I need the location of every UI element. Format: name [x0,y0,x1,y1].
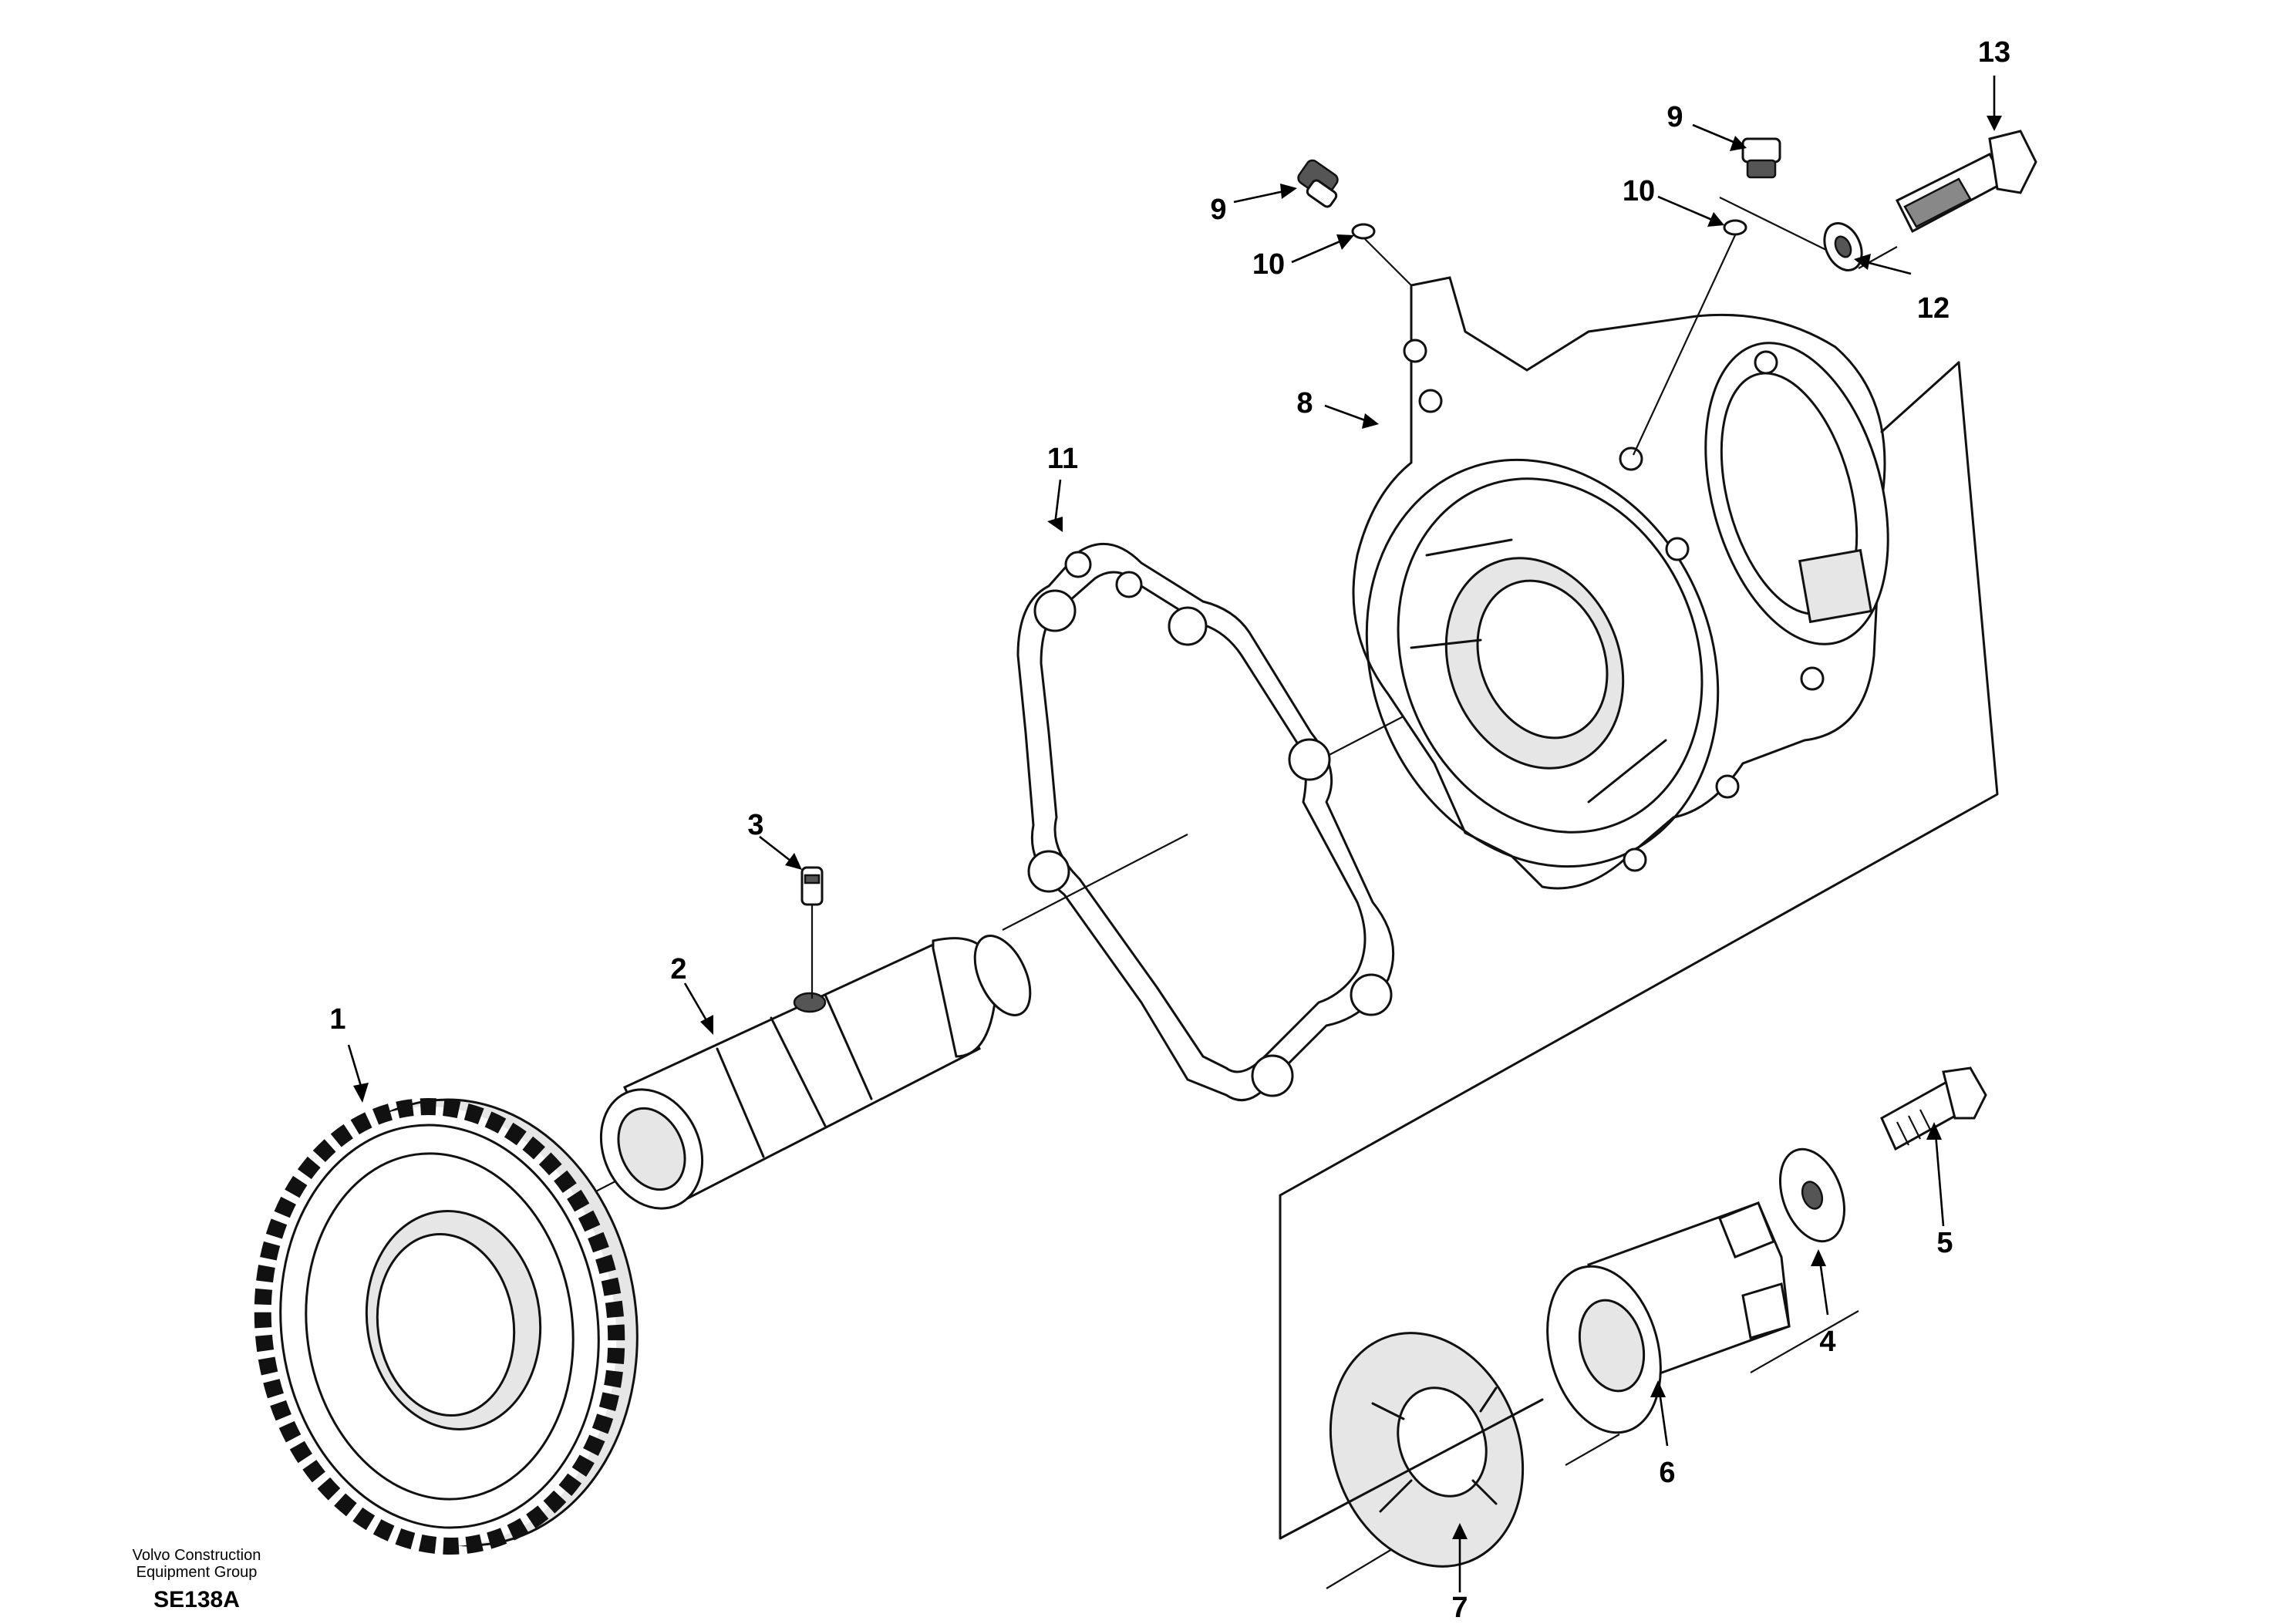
callout-6: 6 [1659,1457,1676,1489]
o-ring-10-right [1723,219,1747,236]
callout-8: 8 [1296,387,1313,419]
callout-4: 4 [1819,1326,1836,1358]
subassembly-outline [1279,361,1999,1540]
bolt-13 [1895,130,2037,234]
callout-5: 5 [1936,1227,1953,1259]
gasket [1016,542,1395,1102]
callout-10-left: 10 [1252,248,1286,281]
gear [254,1098,639,1555]
coupling-hub-6 [1546,1201,1791,1434]
plug-small [800,866,824,999]
diagram-code: SE138A [153,1587,240,1612]
diagram-footer: Volvo Construction Equipment Group SE138… [116,1547,278,1613]
o-ring-10-left [1351,223,1376,240]
callout-10-right: 10 [1622,175,1656,207]
plug-9-left [1297,159,1339,208]
callout-9-right: 9 [1666,101,1683,133]
plug-9-right [1741,137,1781,179]
callout-13: 13 [1977,36,2011,69]
callout-1: 1 [329,1003,346,1036]
org-name-line1: Volvo Construction [132,1547,261,1564]
callout-7: 7 [1451,1592,1468,1624]
idler-shaft [599,935,1032,1210]
callout-9-left: 9 [1210,194,1227,226]
housing [1352,276,1889,890]
org-name-line2: Equipment Group [136,1564,258,1581]
callout-3: 3 [747,809,764,841]
callout-2: 2 [670,953,687,986]
bolt-5 [1880,1066,1987,1151]
callout-11: 11 [1046,443,1079,475]
callout-12: 12 [1916,292,1950,325]
coupling-element-7 [1329,1332,1525,1568]
callout-leaders [347,76,2002,1592]
